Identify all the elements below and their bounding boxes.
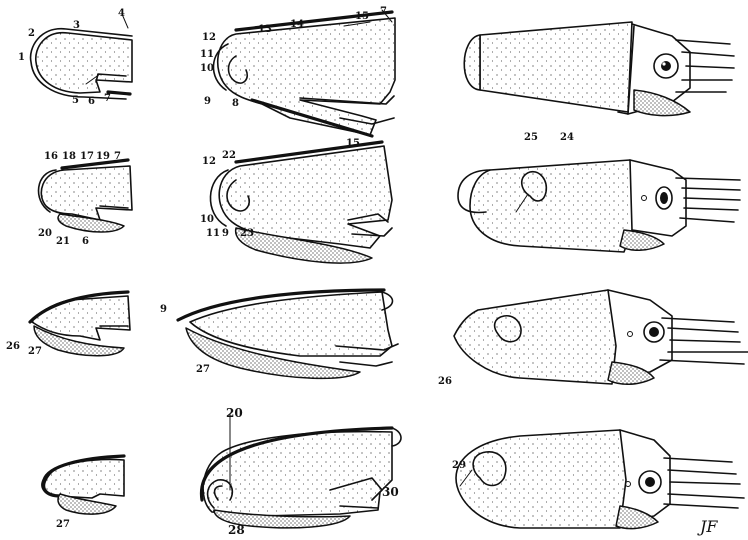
label-20: 20	[38, 228, 52, 239]
label-13: 13	[258, 24, 272, 35]
label-27b: 27	[196, 364, 210, 375]
figure-r1c1-early-embryo	[31, 14, 132, 99]
labels-r4c1: 27	[56, 519, 70, 530]
label-1: 1	[18, 52, 25, 63]
label-30: 30	[382, 485, 399, 499]
label-2: 2	[28, 28, 35, 39]
label-6: 6	[88, 96, 95, 107]
label-8: 8	[232, 98, 239, 109]
label-6b: 6	[82, 236, 89, 247]
figure-r1c3-squid-dorsal	[464, 22, 734, 116]
label-19: 19	[96, 151, 110, 162]
figure-r2c2-embryo	[210, 142, 392, 263]
label-10: 10	[200, 63, 214, 74]
label-9b: 9	[222, 228, 229, 239]
label-5: 5	[72, 95, 79, 106]
label-4: 4	[118, 8, 125, 19]
label-3: 3	[73, 20, 80, 31]
label-12: 12	[202, 32, 216, 43]
label-18: 18	[62, 151, 76, 162]
label-28: 28	[228, 523, 245, 537]
artist-signature: JF	[697, 517, 718, 536]
labels-r3c3: 26	[438, 376, 452, 387]
labels-r4c3: 29	[452, 460, 466, 471]
label-27c: 27	[56, 519, 70, 530]
figure-r2c1-embryo	[39, 160, 132, 232]
label-7b: 7	[380, 6, 387, 17]
label-7: 7	[104, 93, 111, 104]
label-15: 15	[355, 11, 369, 22]
label-9: 9	[204, 96, 211, 107]
label-29: 29	[452, 460, 466, 471]
figure-r3c3-squid-lateral	[454, 290, 748, 384]
label-26: 26	[6, 341, 20, 352]
label-11b: 11	[206, 228, 220, 239]
label-10b: 10	[200, 214, 214, 225]
label-21: 21	[56, 236, 70, 247]
label-16: 16	[44, 151, 58, 162]
label-24: 24	[560, 132, 574, 143]
label-12b: 12	[202, 156, 216, 167]
figure-r4c2-embryo	[201, 414, 401, 528]
label-23: 23	[240, 228, 254, 239]
label-15b: 15	[346, 138, 360, 149]
label-25: 25	[524, 132, 538, 143]
figure-r4c3-squid-lateral	[456, 430, 744, 529]
label-14: 14	[290, 19, 304, 30]
label-11: 11	[200, 49, 214, 60]
figure-r4c1-embryo	[43, 456, 124, 514]
label-26b: 26	[438, 376, 452, 387]
figure-r3c2-embryo	[178, 290, 398, 378]
label-9c: 9	[160, 304, 167, 315]
figure-r3c1-embryo	[30, 292, 130, 356]
labels-r2c3: 25 24	[524, 132, 574, 143]
label-27: 27	[28, 346, 42, 357]
label-20b: 20	[226, 406, 243, 420]
label-17: 17	[80, 151, 94, 162]
labels-r3c1: 26 27	[6, 341, 42, 357]
figure-r1c2-embryo	[213, 10, 395, 136]
figure-r2c3-squid-lateral	[458, 160, 740, 252]
label-22: 22	[222, 150, 236, 161]
label-7c: 7	[114, 151, 121, 162]
